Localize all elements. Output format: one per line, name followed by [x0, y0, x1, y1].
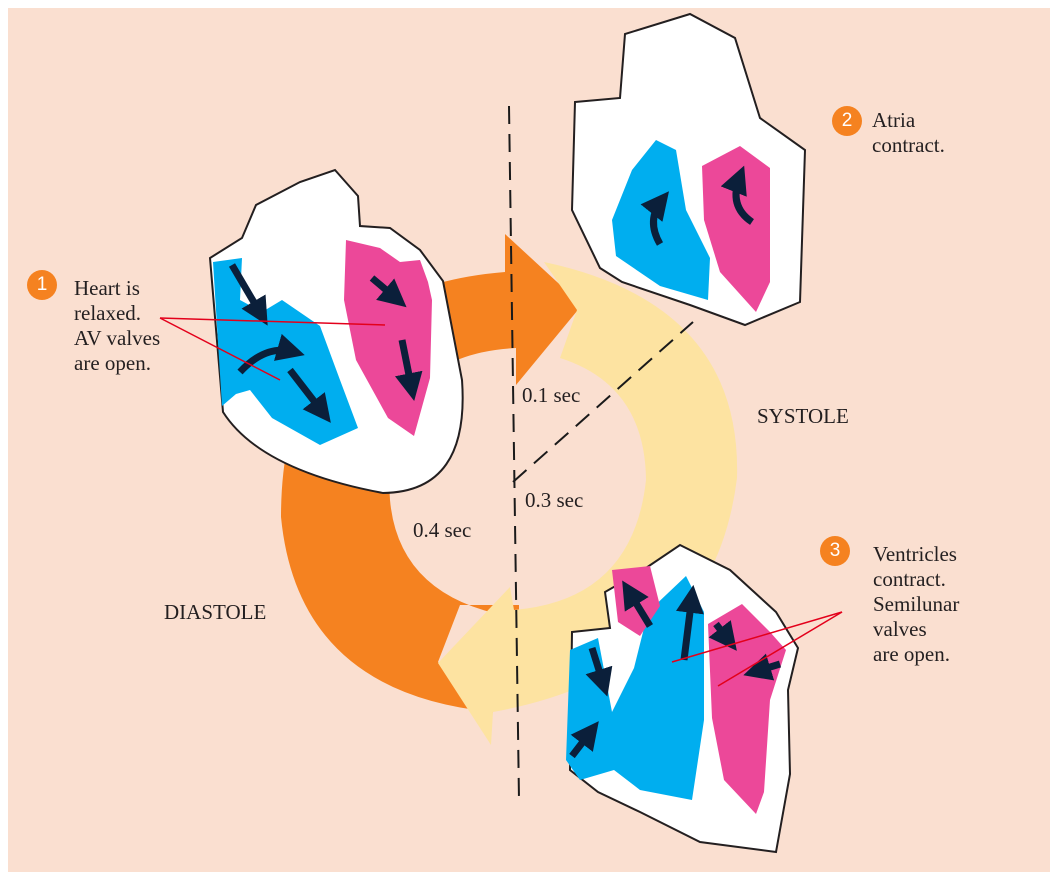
diastole-label: DIASTOLE [164, 600, 266, 625]
atrial-duration-label: 0.1 sec [522, 383, 580, 408]
step-3-text: Ventricles contract. Semilunar valves ar… [873, 542, 959, 667]
step-2-text: Atria contract. [872, 108, 945, 158]
step-2-badge: 2 [832, 106, 862, 136]
systole-label: SYSTOLE [757, 404, 849, 429]
ventricular-duration-label: 0.3 sec [525, 488, 583, 513]
step-1-badge: 1 [27, 270, 57, 300]
step-3-badge: 3 [820, 536, 850, 566]
relaxation-duration-label: 0.4 sec [413, 518, 471, 543]
step-1-text: Heart is relaxed. AV valves are open. [74, 276, 160, 376]
